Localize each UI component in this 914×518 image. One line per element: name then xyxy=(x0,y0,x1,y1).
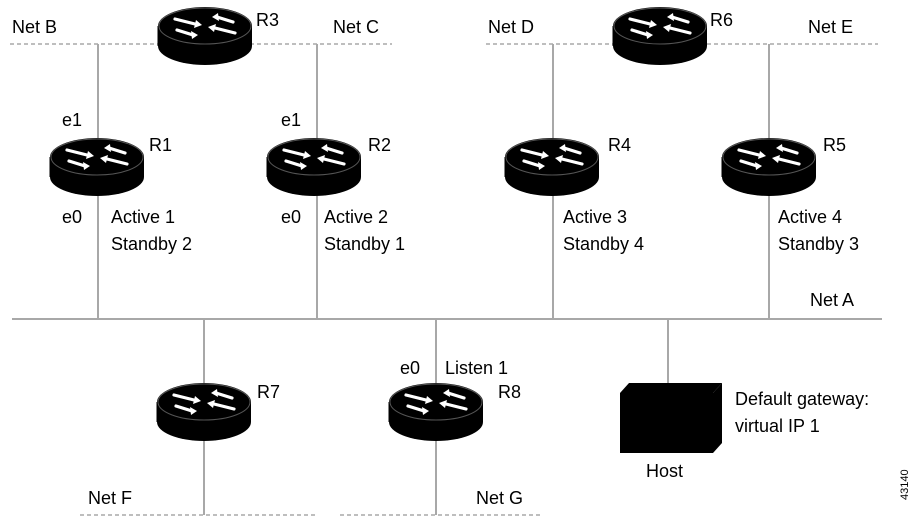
router-label-r4: R4 xyxy=(608,135,631,155)
r2-e1-label: e1 xyxy=(281,110,301,130)
host-icon xyxy=(620,383,722,453)
r8-e0-label: e0 xyxy=(400,358,420,378)
gateway-label-line2: virtual IP 1 xyxy=(735,416,820,436)
r4-standby-label: Standby 4 xyxy=(563,234,644,254)
router-icon-r3 xyxy=(156,5,254,67)
router-label-r7: R7 xyxy=(257,382,280,402)
router-icon-r6 xyxy=(611,5,709,67)
net-a-label: Net A xyxy=(810,290,854,310)
net-g-label: Net G xyxy=(476,488,523,508)
router-label-r6: R6 xyxy=(710,10,733,30)
r8-listen-label: Listen 1 xyxy=(445,358,508,378)
router-label-r2: R2 xyxy=(368,135,391,155)
r2-standby-label: Standby 1 xyxy=(324,234,405,254)
r1-standby-label: Standby 2 xyxy=(111,234,192,254)
router-label-r3: R3 xyxy=(256,10,279,30)
gateway-label-line1: Default gateway: xyxy=(735,389,869,409)
router-icon-r4 xyxy=(503,136,601,198)
router-label-r5: R5 xyxy=(823,135,846,155)
r5-active-label: Active 4 xyxy=(778,207,842,227)
r1-e0-label: e0 xyxy=(62,207,82,227)
figure-id: 43140 xyxy=(899,469,911,500)
host-label: Host xyxy=(646,461,683,481)
r1-e1-label: e1 xyxy=(62,110,82,130)
router-label-r1: R1 xyxy=(149,135,172,155)
r2-active-label: Active 2 xyxy=(324,207,388,227)
r2-e0-label: e0 xyxy=(281,207,301,227)
r4-active-label: Active 3 xyxy=(563,207,627,227)
net-f-label: Net F xyxy=(88,488,132,508)
r5-standby-label: Standby 3 xyxy=(778,234,859,254)
router-icon-r7 xyxy=(155,381,253,443)
net-b-label: Net B xyxy=(12,17,57,37)
r1-active-label: Active 1 xyxy=(111,207,175,227)
router-icon-r1 xyxy=(48,136,146,198)
net-c-label: Net C xyxy=(333,17,379,37)
router-icon-r5 xyxy=(720,136,818,198)
net-e-label: Net E xyxy=(808,17,853,37)
router-icon-r2 xyxy=(265,136,363,198)
router-icon-r8 xyxy=(387,381,485,443)
router-label-r8: R8 xyxy=(498,382,521,402)
net-d-label: Net D xyxy=(488,17,534,37)
